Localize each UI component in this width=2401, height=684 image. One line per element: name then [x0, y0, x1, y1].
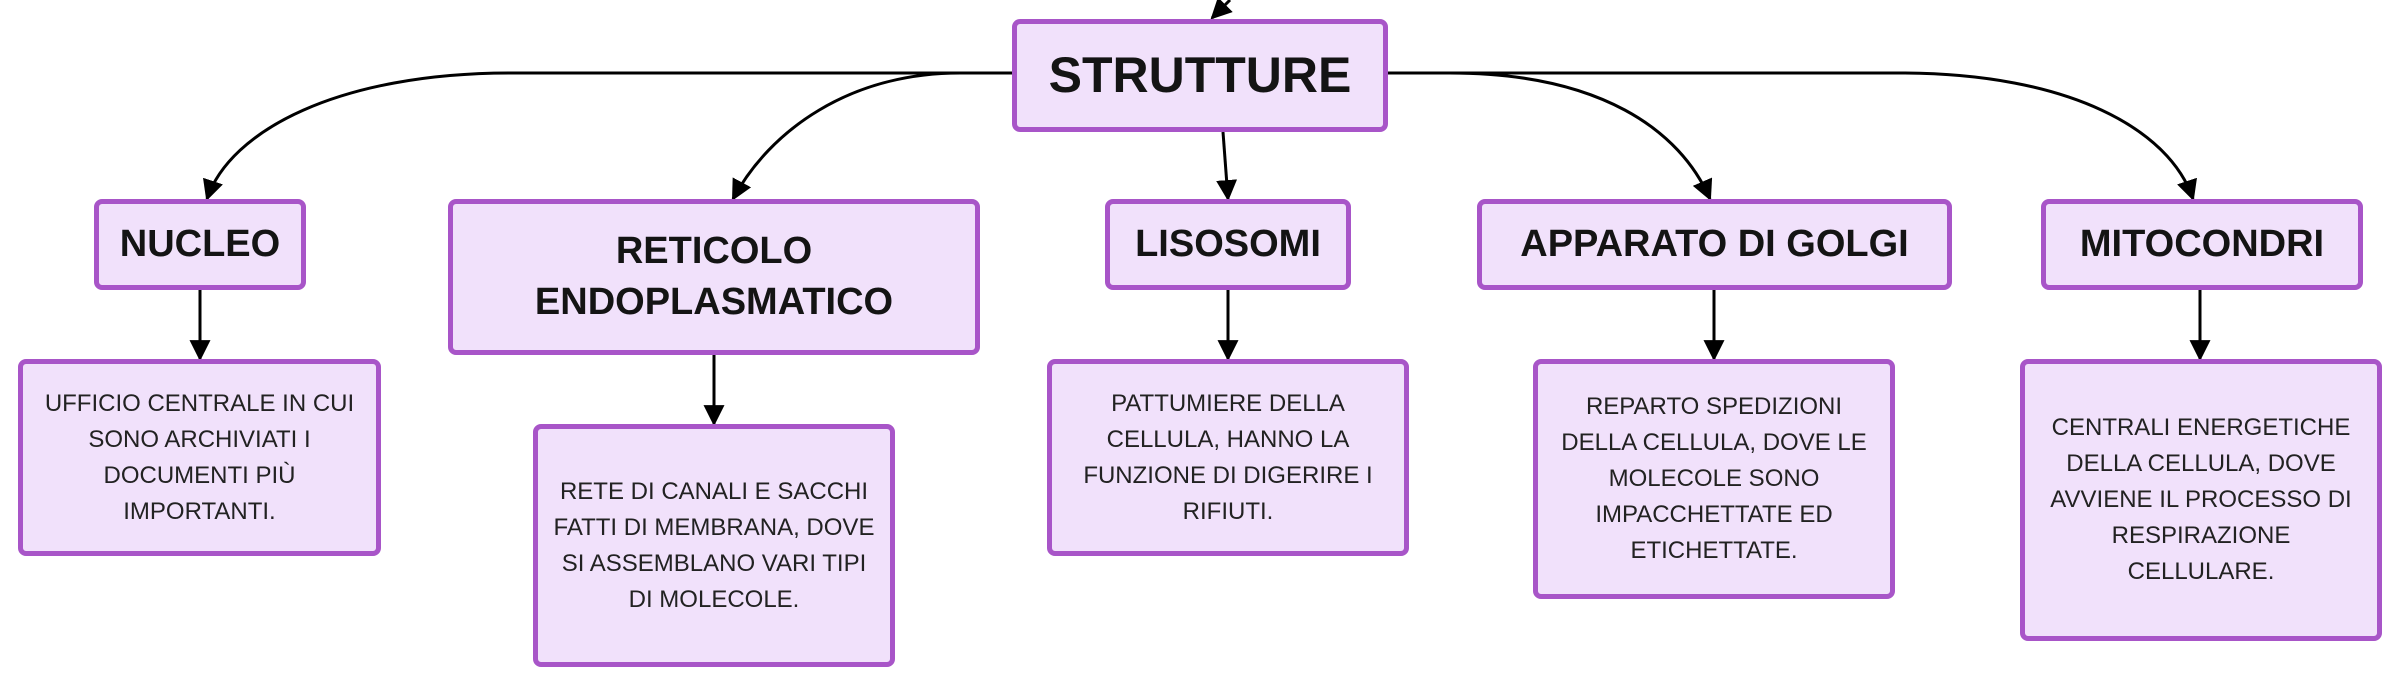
edge-root-lisosomi: [1216, 131, 1238, 202]
desc-reticolo: RETE DI CANALI E SACCHI FATTI DI MEMBRAN…: [553, 477, 875, 613]
title-node-nucleo: NUCLEO: [94, 199, 306, 290]
desc-nucleo: UFFICIO CENTRALE IN CUI SONO ARCHIVIATI …: [44, 389, 355, 525]
root-node: STRUTTURE: [1012, 19, 1388, 132]
root-label: STRUTTURE: [1048, 46, 1352, 103]
title-node-mitocondri: MITOCONDRI: [2041, 199, 2363, 290]
desc-node-mitocondri: CENTRALI ENERGETICHE DELLA CELLULA, DOVE…: [2020, 359, 2382, 641]
desc-node-nucleo: UFFICIO CENTRALE IN CUI SONO ARCHIVIATI …: [18, 359, 381, 556]
edge-root-nucleo: [203, 71, 1012, 201]
title-lisosomi: LISOSOMI: [1135, 222, 1321, 265]
desc-golgi: REPARTO SPEDIZIONI DELLA CELLULA, DOVE L…: [1561, 393, 1867, 564]
title-nucleo: NUCLEO: [119, 222, 281, 265]
title-node-lisosomi: LISOSOMI: [1105, 199, 1351, 290]
title-mitocondri: MITOCONDRI: [2079, 222, 2325, 265]
desc-node-lisosomi: PATTUMIERE DELLA CELLULA, HANNO LA FUNZI…: [1047, 359, 1409, 556]
desc-node-golgi: REPARTO SPEDIZIONI DELLA CELLULA, DOVE L…: [1533, 359, 1895, 599]
desc-node-reticolo: RETE DI CANALI E SACCHI FATTI DI MEMBRAN…: [533, 424, 895, 667]
title-reticolo: RETICOLO ENDOPLASMATICO: [534, 229, 894, 323]
title-node-golgi: APPARATO DI GOLGI: [1477, 199, 1952, 290]
edge-root-reticolo: [731, 71, 1012, 201]
edge-root-golgi: [1388, 71, 1713, 201]
desc-lisosomi: PATTUMIERE DELLA CELLULA, HANNO LA FUNZI…: [1083, 389, 1373, 525]
title-golgi: APPARATO DI GOLGI: [1520, 222, 1909, 265]
desc-mitocondri: CENTRALI ENERGETICHE DELLA CELLULA, DOVE…: [2050, 414, 2352, 585]
edge-root-mitocondri: [1388, 71, 2197, 201]
incoming-edge: [1210, 0, 1233, 20]
title-node-reticolo: RETICOLO ENDOPLASMATICO: [448, 199, 980, 355]
